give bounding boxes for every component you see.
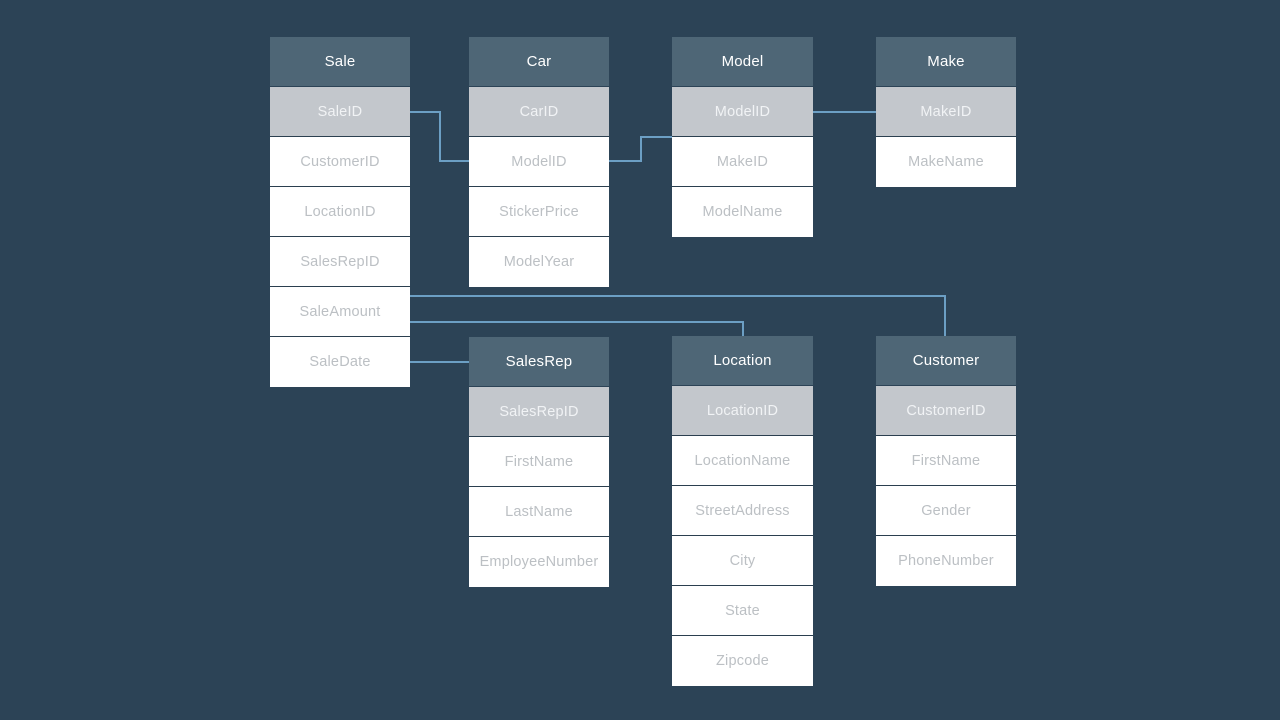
field-car-1[interactable]: ModelID xyxy=(469,137,609,187)
field-location-5[interactable]: Zipcode xyxy=(672,636,813,686)
field-location-3[interactable]: City xyxy=(672,536,813,586)
field-make-1[interactable]: MakeName xyxy=(876,137,1016,187)
entity-title-sale: Sale xyxy=(270,37,410,87)
entity-title-customer: Customer xyxy=(876,336,1016,386)
primary-key-field-salesrep-0[interactable]: SalesRepID xyxy=(469,387,609,437)
field-location-2[interactable]: StreetAddress xyxy=(672,486,813,536)
entity-title-car: Car xyxy=(469,37,609,87)
field-location-1[interactable]: LocationName xyxy=(672,436,813,486)
entity-title-salesrep: SalesRep xyxy=(469,337,609,387)
field-salesrep-2[interactable]: LastName xyxy=(469,487,609,537)
primary-key-field-location-0[interactable]: LocationID xyxy=(672,386,813,436)
entity-title-make: Make xyxy=(876,37,1016,87)
entity-title-model: Model xyxy=(672,37,813,87)
field-customer-2[interactable]: Gender xyxy=(876,486,1016,536)
entity-title-location: Location xyxy=(672,336,813,386)
field-sale-2[interactable]: LocationID xyxy=(270,187,410,237)
primary-key-field-make-0[interactable]: MakeID xyxy=(876,87,1016,137)
field-sale-3[interactable]: SalesRepID xyxy=(270,237,410,287)
field-location-4[interactable]: State xyxy=(672,586,813,636)
connector-car-model xyxy=(608,136,673,162)
field-model-2[interactable]: ModelName xyxy=(672,187,813,237)
field-customer-1[interactable]: FirstName xyxy=(876,436,1016,486)
field-model-1[interactable]: MakeID xyxy=(672,137,813,187)
primary-key-field-car-0[interactable]: CarID xyxy=(469,87,609,137)
primary-key-field-model-0[interactable]: ModelID xyxy=(672,87,813,137)
field-salesrep-1[interactable]: FirstName xyxy=(469,437,609,487)
field-salesrep-3[interactable]: EmployeeNumber xyxy=(469,537,609,587)
field-car-3[interactable]: ModelYear xyxy=(469,237,609,287)
primary-key-field-customer-0[interactable]: CustomerID xyxy=(876,386,1016,436)
connector-sale-car xyxy=(408,111,470,162)
field-sale-4[interactable]: SaleAmount xyxy=(270,287,410,337)
field-car-2[interactable]: StickerPrice xyxy=(469,187,609,237)
connector-sale-customer xyxy=(409,295,946,338)
field-sale-5[interactable]: SaleDate xyxy=(270,337,410,387)
field-customer-3[interactable]: PhoneNumber xyxy=(876,536,1016,586)
primary-key-field-sale-0[interactable]: SaleID xyxy=(270,87,410,137)
field-sale-1[interactable]: CustomerID xyxy=(270,137,410,187)
